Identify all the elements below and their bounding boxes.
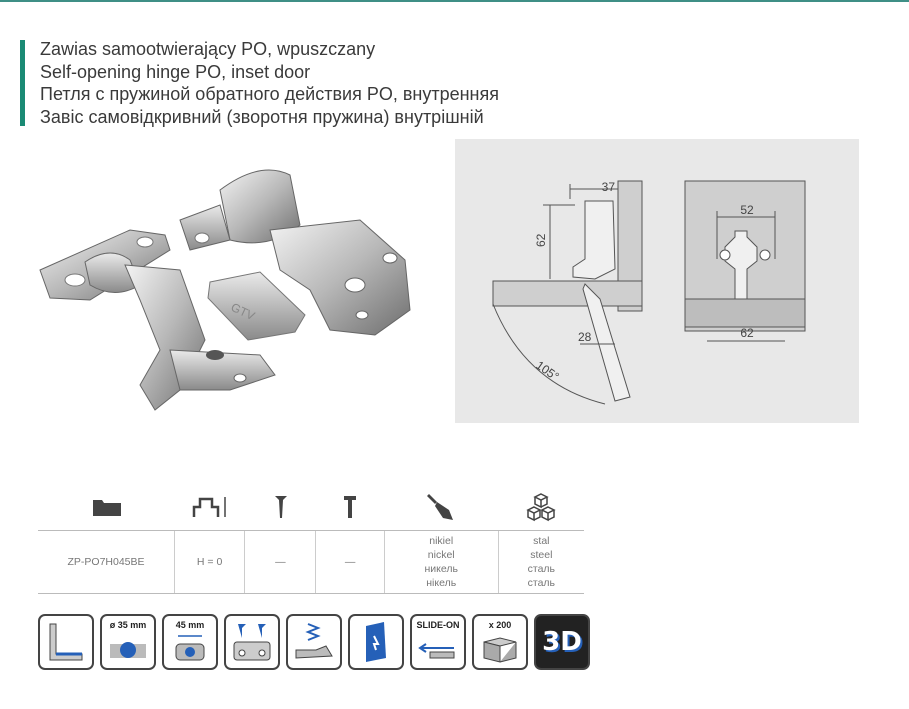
hinge-left: [39, 229, 276, 411]
dim-62-horizontal: 62: [740, 326, 754, 340]
dim-37: 37: [602, 180, 616, 194]
slide-on-icon: SLIDE-ON: [410, 614, 466, 670]
finish-ua: нікель: [426, 577, 457, 589]
material-cubes-icon: [498, 492, 584, 522]
feature-icons: ø 35 mm 45 mm SLIDE-ON x 200 3D: [38, 614, 590, 670]
hole-spacing-label: 45 mm: [175, 620, 205, 630]
door-open-icon: [348, 614, 404, 670]
folder-icon: [38, 497, 175, 517]
3d-label: 3D: [542, 627, 582, 657]
euro-screw-icon: [316, 494, 384, 520]
material-cell: stal steel сталь сталь: [497, 530, 584, 594]
top-border: [0, 0, 909, 2]
screws-mount-icon: [224, 614, 280, 670]
spec-table-block: ZP-PO7H045BE H = 0 — — nikiel nickel ник…: [38, 484, 584, 594]
hinge-height-icon: [175, 495, 245, 519]
front-view-drawing: [684, 180, 806, 342]
dim-62-vertical: 62: [534, 233, 548, 247]
spec-icon-row: [38, 484, 584, 530]
inset-door-icon: [38, 614, 94, 670]
material-en: steel: [530, 549, 553, 561]
pack-quantity-label: x 200: [488, 620, 512, 630]
product-code: ZP-PO7H045BE: [38, 530, 175, 594]
title-ukrainian: Завіс самовідкривний (зворотня пружина) …: [40, 106, 484, 127]
hole-spacing-icon: 45 mm: [162, 614, 218, 670]
title-russian: Петля с пружиной обратного действия PO, …: [40, 84, 499, 104]
soft-close-spring-icon: [286, 614, 342, 670]
title-english: Self-opening hinge PO, inset door: [40, 61, 311, 82]
material-ru: сталь: [527, 563, 556, 575]
title-polish: Zawias samootwierający PO, wpuszczany: [40, 39, 376, 59]
product-titles: Zawias samootwierający PO, wpuszczany Se…: [40, 38, 499, 128]
table-row: ZP-PO7H045BE H = 0 — — nikiel nickel ник…: [38, 530, 584, 594]
3d-adjustment-icon: 3D: [534, 614, 590, 670]
finish-cell: nikiel nickel никель нікель: [383, 530, 499, 594]
finish-pl: nikiel: [429, 535, 454, 547]
title-accent-bar: [20, 40, 25, 126]
pack-quantity-icon: x 200: [472, 614, 528, 670]
cup-diameter-icon: ø 35 mm: [100, 614, 156, 670]
wood-screw-icon: [245, 494, 316, 520]
material-pl: stal: [533, 535, 550, 547]
dim-28: 28: [578, 330, 592, 344]
hinge-cover-plate: GTV: [207, 271, 306, 341]
slide-on-label: SLIDE-ON: [416, 620, 460, 630]
hinge-product-photo: GTV: [39, 169, 411, 411]
hinge-height-value: H = 0: [174, 530, 245, 594]
cup-diameter-label: ø 35 mm: [109, 620, 147, 630]
finish-en: nickel: [427, 549, 455, 561]
paint-brush-icon: [384, 492, 498, 522]
technical-drawing: 37 62 28 105° 52 62: [455, 139, 859, 423]
spec-table: ZP-PO7H045BE H = 0 — — nikiel nickel ник…: [38, 530, 584, 594]
side-view-drawing: [492, 180, 643, 405]
material-ua: сталь: [527, 577, 556, 589]
hinge-right: [179, 169, 411, 336]
finish-ru: никель: [424, 563, 458, 575]
dim-52: 52: [740, 203, 754, 217]
screw2-value: —: [315, 530, 385, 594]
screw1-value: —: [244, 530, 316, 594]
